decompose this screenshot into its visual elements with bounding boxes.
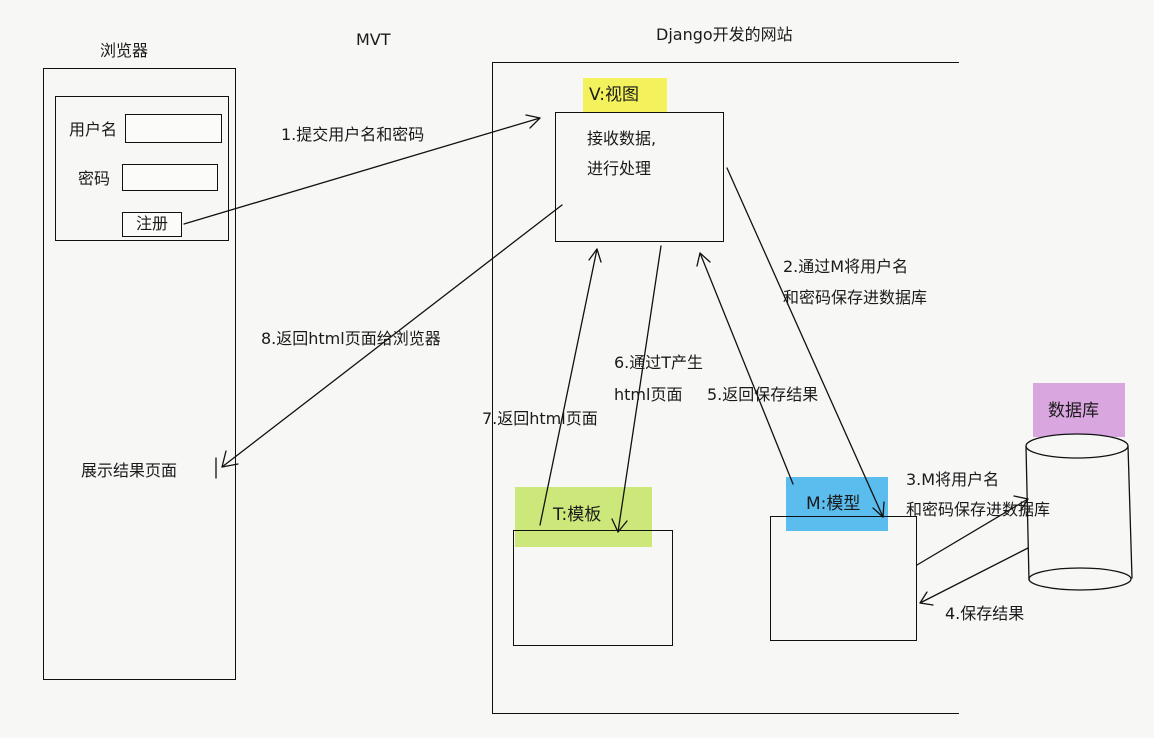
site-frame (492, 62, 959, 714)
register-button[interactable]: 注册 (122, 212, 182, 237)
browser-header: 浏览器 (100, 41, 149, 60)
model-box (770, 516, 917, 641)
step-2-label-line2: 和密码保存进数据库 (783, 288, 928, 307)
step-8-label: 8.返回html页面给浏览器 (261, 329, 441, 348)
step-1-label: 1.提交用户名和密码 (281, 125, 425, 144)
browser-frame (43, 68, 236, 680)
step-3-label-line2: 和密码保存进数据库 (906, 500, 1051, 519)
model-label: M:模型 (786, 477, 888, 531)
username-input[interactable] (125, 114, 222, 143)
arrow-step-4 (919, 547, 1029, 606)
arrow-step-5 (696, 252, 794, 485)
site-header: Django开发的网站 (656, 25, 793, 44)
step-6-label-line2: html页面 (614, 385, 683, 404)
login-form (55, 96, 229, 241)
arrow-step-6 (611, 245, 662, 533)
step-2-label-line1: 2.通过M将用户名 (783, 257, 909, 276)
template-label: T:模板 (515, 487, 652, 547)
arrow-step-1 (183, 114, 541, 225)
view-label: V:视图 (583, 78, 667, 112)
database-cylinder-icon (1025, 433, 1133, 591)
password-input[interactable] (122, 164, 218, 191)
step-4-label: 4.保存结果 (945, 604, 1025, 623)
view-text-line1: 接收数据, (587, 129, 657, 148)
arrow-step-8 (215, 204, 563, 479)
database-label: 数据库 (1033, 383, 1125, 437)
view-text-line2: 进行处理 (587, 159, 652, 178)
view-box (555, 112, 724, 242)
mvt-header: MVT (356, 30, 391, 49)
step-3-label-line1: 3.M将用户名 (906, 470, 1000, 489)
step-5-label: 5.返回保存结果 (707, 385, 819, 404)
password-label: 密码 (78, 169, 111, 188)
template-box (513, 530, 673, 646)
result-page-label: 展示结果页面 (81, 461, 178, 480)
step-7-label: 7.返回html页面 (482, 409, 598, 428)
step-6-label-line1: 6.通过T产生 (614, 353, 704, 372)
arrow-step-7 (539, 248, 602, 526)
arrow-step-2 (726, 167, 885, 518)
arrow-step-3 (916, 495, 1029, 566)
username-label: 用户名 (69, 120, 118, 139)
